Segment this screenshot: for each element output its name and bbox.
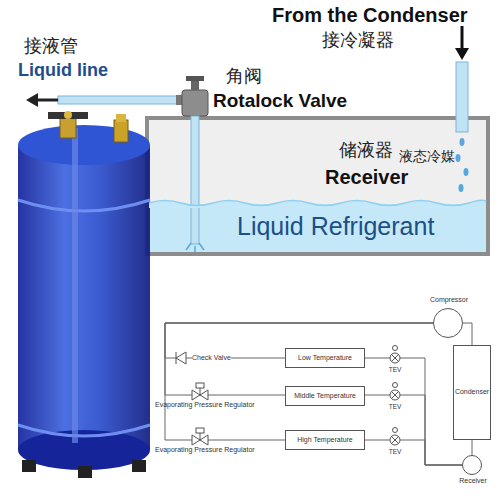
callout-label: Rotalock Valve bbox=[213, 90, 347, 112]
flow-arrow bbox=[36, 99, 58, 102]
evaporator-box: Middle Temperature bbox=[285, 386, 365, 406]
node-label: Liquid Refrigerant bbox=[237, 212, 434, 241]
callout-label: 角阀 bbox=[226, 66, 262, 87]
pipe-line bbox=[365, 395, 462, 465]
regulator-valve bbox=[192, 390, 208, 400]
tev-symbol bbox=[390, 435, 400, 445]
tank-ring bbox=[18, 425, 150, 436]
component-label: TEV bbox=[380, 403, 410, 410]
regulator-actuator bbox=[196, 383, 204, 388]
node-label: Receiver bbox=[448, 477, 498, 485]
flow-arrow-head bbox=[26, 93, 38, 107]
tev-bulb bbox=[393, 428, 398, 433]
tev-bulb bbox=[393, 383, 398, 388]
flow-arrow-head bbox=[455, 48, 469, 60]
rotalock-valve bbox=[182, 90, 208, 116]
node-label: Condenser bbox=[455, 388, 489, 396]
pipe-line bbox=[165, 323, 433, 440]
node-label: Compressor bbox=[419, 296, 479, 304]
pipe-line bbox=[165, 323, 433, 358]
valve-nozzle bbox=[176, 95, 184, 105]
callout-label: From the Condenser bbox=[272, 4, 468, 27]
receiver-circle: Receiver bbox=[462, 455, 482, 475]
component-label: Evaporating Pressure Regulator bbox=[155, 446, 255, 454]
tank-valve-cap bbox=[64, 111, 72, 119]
tank-body bbox=[18, 145, 150, 450]
callout-label: Liquid line bbox=[18, 60, 108, 81]
tank-top bbox=[18, 125, 150, 165]
component-label: TEV bbox=[380, 366, 410, 373]
valve-handle bbox=[186, 76, 204, 81]
callout-label: 接液管 bbox=[24, 36, 78, 57]
tank-bottom bbox=[18, 430, 150, 470]
regulator-stem bbox=[200, 433, 201, 440]
regulator-stem bbox=[200, 388, 201, 395]
check-valve-symbol bbox=[176, 352, 186, 364]
liquid-line-pipe bbox=[58, 96, 186, 104]
tev-cross bbox=[392, 355, 399, 362]
node-label: 储液器 bbox=[339, 140, 393, 161]
receiver-tank-box: 储液器 Receiver 液态冷媒 Liquid Refrigerant bbox=[145, 116, 490, 256]
pipe-line bbox=[365, 440, 462, 465]
tank-valve bbox=[60, 118, 76, 138]
node-label: Middle Temperature bbox=[294, 392, 356, 400]
flow-arrow bbox=[461, 26, 464, 50]
pipe-line bbox=[463, 323, 472, 345]
tank-foot bbox=[22, 460, 36, 472]
tev-bulb bbox=[393, 346, 398, 351]
evaporator-box: High Temperature bbox=[285, 430, 365, 450]
tank-dip-tube bbox=[72, 128, 78, 443]
component-label: Evaporating Pressure Regulator bbox=[155, 401, 255, 409]
tev-cross bbox=[392, 392, 399, 399]
tank-fitting bbox=[116, 114, 126, 122]
node-label: 液态冷媒 bbox=[399, 148, 455, 164]
liquid-band: Liquid Refrigerant bbox=[149, 204, 486, 252]
condenser-box: Condenser bbox=[453, 345, 491, 440]
node-label: Receiver bbox=[325, 166, 408, 189]
tank-fitting bbox=[114, 120, 128, 142]
tank-foot bbox=[132, 460, 146, 472]
component-label: TEV bbox=[380, 448, 410, 455]
evaporator-box: Low Temperature bbox=[285, 348, 365, 368]
node-label: High Temperature bbox=[297, 436, 353, 444]
compressor-circle: Compressor bbox=[433, 308, 463, 338]
tev-symbol bbox=[390, 353, 400, 363]
regulator-valve bbox=[192, 435, 208, 445]
node-label: Low Temperature bbox=[298, 354, 352, 362]
pipe-line bbox=[472, 440, 473, 455]
tev-cross bbox=[392, 437, 399, 444]
check-valve-seat bbox=[176, 352, 177, 364]
pipe-line bbox=[365, 358, 462, 465]
tank-ring bbox=[18, 200, 150, 211]
valve-stem bbox=[191, 80, 199, 90]
callout-label: 接冷凝器 bbox=[322, 30, 394, 51]
regulator-actuator bbox=[196, 428, 204, 433]
pipe-line bbox=[165, 323, 433, 395]
tev-symbol bbox=[390, 390, 400, 400]
component-label: Check Valve bbox=[192, 354, 231, 362]
tank-valve-handle bbox=[48, 112, 88, 119]
tank-foot bbox=[78, 466, 92, 478]
